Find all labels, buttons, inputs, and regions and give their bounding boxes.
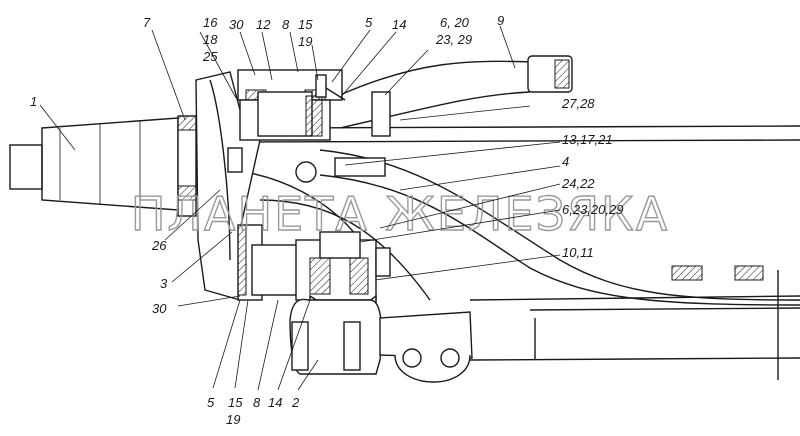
callout-15-bottom: 15: [228, 395, 243, 410]
callout-5-top: 5: [365, 15, 373, 30]
callout-16: 16: [203, 15, 218, 30]
callout-30-bottom: 30: [152, 301, 167, 316]
callout-14-top: 14: [392, 17, 406, 32]
callout-7: 7: [143, 15, 151, 30]
callout-9: 9: [497, 13, 504, 28]
callout-30-top: 30: [229, 17, 244, 32]
tie-rod: [289, 298, 473, 383]
callout-3: 3: [160, 276, 168, 291]
callout-19-bottom: 19: [226, 412, 240, 427]
callout-25: 25: [202, 49, 218, 64]
callout-5-bottom: 5: [207, 395, 215, 410]
wheel-spindle: [9, 115, 197, 217]
callout-10-11: 10,11: [562, 245, 594, 260]
callout-6-23-20-29: 6,23,20,29: [562, 202, 623, 217]
callout-4: 4: [562, 154, 569, 169]
callout-2: 2: [291, 395, 300, 410]
callout-26: 26: [151, 238, 167, 253]
callout-15-top: 15: [298, 17, 313, 32]
callout-19-top: 19: [298, 34, 312, 49]
callout-23-29: 23, 29: [435, 32, 472, 47]
upper-bolt: [315, 74, 391, 137]
callout-13-17-21: 13,17,21: [562, 132, 613, 147]
callout-8-top: 8: [282, 17, 290, 32]
watermark-text: ПЛАНЕТА ЖЕЛЕЗЯКА: [131, 187, 669, 241]
callout-18: 18: [203, 32, 218, 47]
callout-8-bottom: 8: [253, 395, 261, 410]
steering-arm: [339, 55, 573, 129]
callout-6-20: 6, 20: [440, 15, 470, 30]
callout-labels: 1 7 16 18 25 30 12 8 15 19 5 14 6, 20 23…: [30, 13, 623, 427]
callout-12: 12: [256, 17, 271, 32]
callout-24-22: 24,22: [561, 176, 595, 191]
callout-27-28: 27,28: [561, 96, 595, 111]
knuckle-body: [195, 69, 386, 301]
callout-14-bottom: 14: [268, 395, 282, 410]
axle-beam: [249, 125, 800, 380]
leader-lines: [39, 25, 561, 391]
callout-1: 1: [30, 94, 37, 109]
